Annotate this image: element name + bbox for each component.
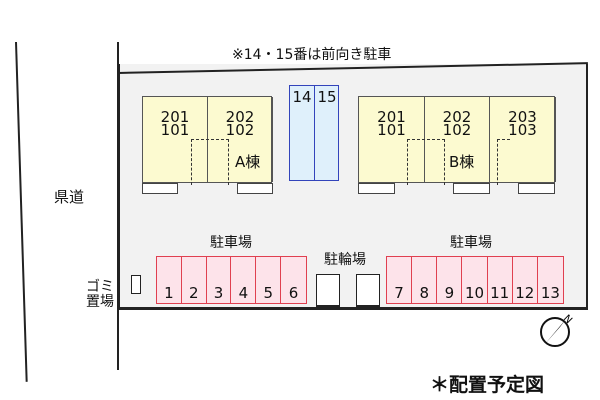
parking-space-7: 7 <box>387 257 413 303</box>
building-name: B棟 <box>449 153 475 171</box>
parking-space-12: 12 <box>513 257 538 303</box>
parking-space-13: 13 <box>540 284 560 302</box>
parking-space-8: 8 <box>412 257 438 303</box>
parking-space-14: 14 <box>290 86 315 180</box>
parking-space-2: 2 <box>182 257 207 303</box>
parking-space-1: 1 <box>157 257 182 303</box>
porch <box>142 183 178 194</box>
trash-label: ゴミ置場 <box>86 279 114 310</box>
parking-space-10: 10 <box>462 257 488 303</box>
trash-box <box>131 275 141 294</box>
parking-space-4: 4 <box>232 257 257 303</box>
porch <box>453 183 490 194</box>
parking-space-6: 6 <box>288 284 299 302</box>
stair-outline <box>191 139 229 185</box>
road-label: 県道 <box>54 188 85 206</box>
building-name: A棟 <box>235 153 261 171</box>
parking-space-9: 9 <box>437 257 463 303</box>
porch <box>358 183 395 194</box>
parking-label-right: 駐車場 <box>450 235 492 251</box>
parking-space-3: 3 <box>207 257 232 303</box>
stair-outline <box>497 139 510 185</box>
parking-label-left: 駐車場 <box>210 235 252 251</box>
bicycle-rack <box>316 274 340 307</box>
front-parking-area: 14 15 <box>289 85 339 181</box>
road-line-left <box>15 41 28 382</box>
parking-space-5: 5 <box>256 257 282 303</box>
title-note: ※14・15番は前向き駐車 <box>232 47 392 63</box>
parking-space-15: 15 <box>317 88 337 106</box>
bicycle-rack <box>356 274 380 307</box>
porch <box>518 183 555 194</box>
lot-top-edge <box>117 62 588 74</box>
parking-space-11: 11 <box>488 257 513 303</box>
compass-icon: N <box>540 313 574 347</box>
porch <box>237 183 273 194</box>
bicycle-label: 駐輪場 <box>324 252 366 268</box>
footer-caption: ＊配置予定図 <box>430 374 545 396</box>
stair-outline <box>407 139 445 185</box>
